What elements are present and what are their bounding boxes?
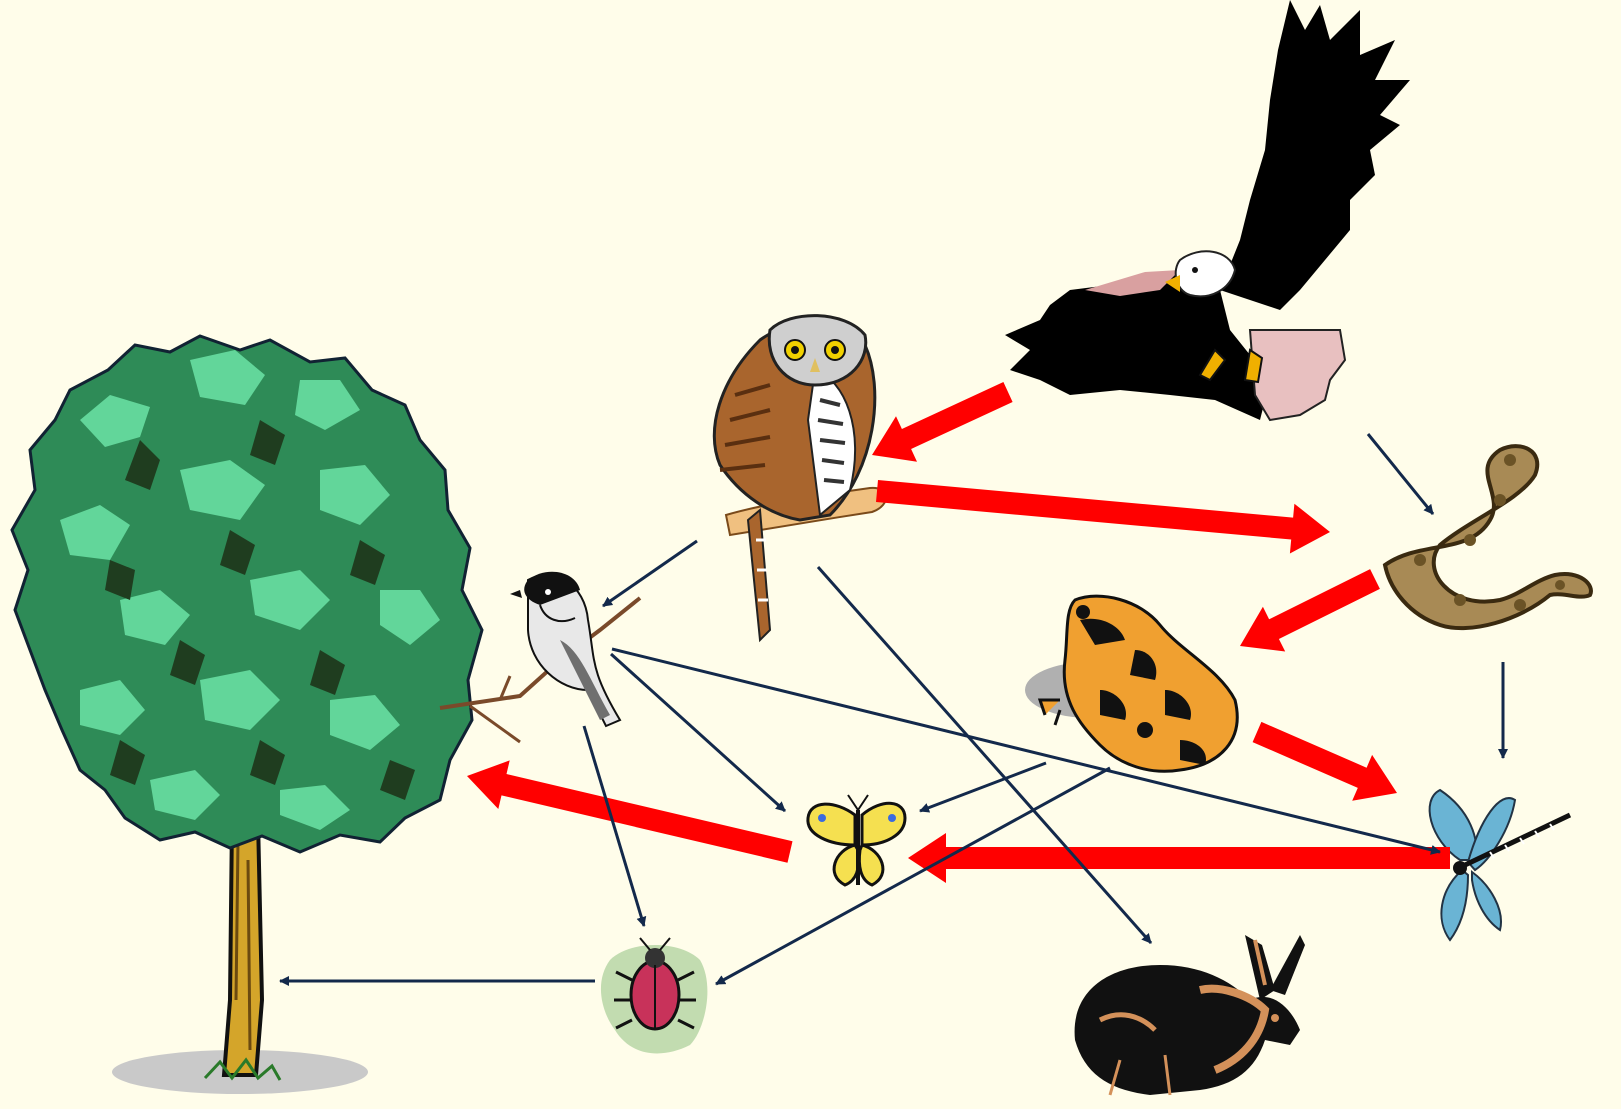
food-web-diagram	[0, 0, 1621, 1109]
